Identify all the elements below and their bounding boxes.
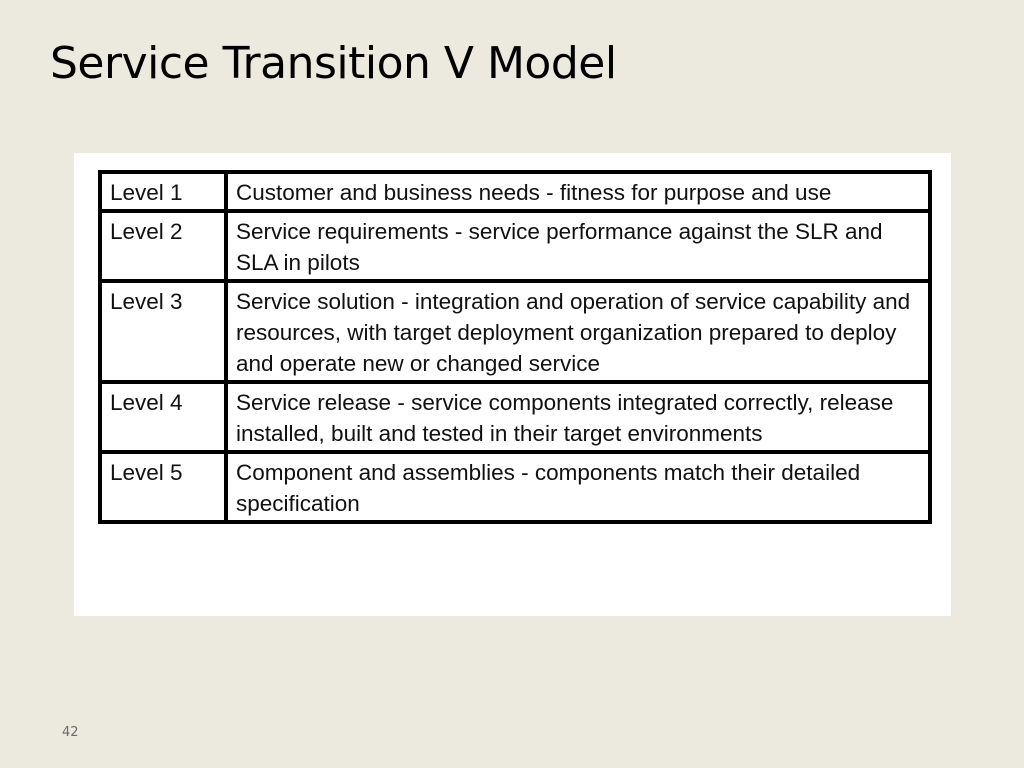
level-cell: Level 2 [98, 209, 228, 283]
level-cell: Level 3 [98, 279, 228, 384]
level-cell: Level 1 [98, 170, 228, 213]
description-cell: Service requirements - service performan… [224, 209, 932, 283]
table-image-panel: Level 1 Customer and business needs - fi… [74, 153, 951, 616]
table-row: Level 1 Customer and business needs - fi… [98, 170, 932, 213]
table-row: Level 5 Component and assemblies - compo… [98, 450, 932, 524]
table-row: Level 4 Service release - service compon… [98, 380, 932, 454]
description-cell: Service release - service components int… [224, 380, 932, 454]
levels-table: Level 1 Customer and business needs - fi… [98, 170, 932, 524]
table-row: Level 2 Service requirements - service p… [98, 209, 932, 283]
slide-title: Service Transition V Model [50, 38, 617, 89]
table-row: Level 3 Service solution - integration a… [98, 279, 932, 384]
description-cell: Service solution - integration and opera… [224, 279, 932, 384]
description-cell: Customer and business needs - fitness fo… [224, 170, 932, 213]
level-cell: Level 4 [98, 380, 228, 454]
description-cell: Component and assemblies - components ma… [224, 450, 932, 524]
page-number: 42 [62, 725, 79, 740]
level-cell: Level 5 [98, 450, 228, 524]
